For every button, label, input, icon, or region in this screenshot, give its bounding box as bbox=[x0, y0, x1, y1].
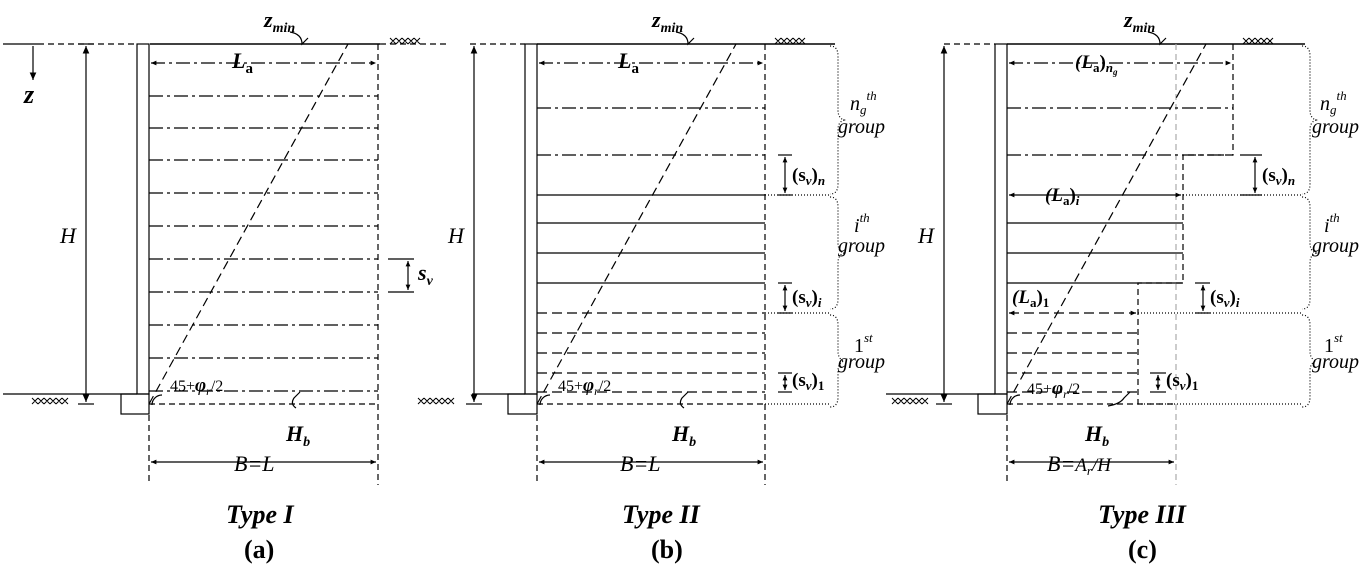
type-title: Type I bbox=[226, 500, 294, 529]
hb-label: Hb bbox=[671, 421, 696, 450]
la-label: La bbox=[617, 48, 639, 77]
panel-letter: (b) bbox=[651, 535, 683, 564]
la-1-label: (La)1 bbox=[1012, 287, 1049, 310]
group-ng-label: ngth bbox=[850, 88, 877, 117]
zmin-leader bbox=[1147, 31, 1167, 46]
b-label: B=L bbox=[234, 451, 275, 476]
zmin-label: zmin bbox=[263, 7, 295, 36]
svi-label: (sv)i bbox=[1210, 287, 1240, 310]
b-label: B=L bbox=[620, 451, 661, 476]
group-i-word: group bbox=[838, 235, 885, 257]
group-1-label: 1st bbox=[854, 330, 873, 357]
la-i-label: (La)i bbox=[1045, 185, 1080, 208]
hatch-top bbox=[389, 37, 421, 45]
svn-label: (sv)n bbox=[792, 165, 825, 188]
group-1-layers bbox=[537, 312, 765, 393]
reinforcement-layers bbox=[149, 95, 378, 392]
group-i-label: ith bbox=[1324, 210, 1340, 237]
group-i-word: group bbox=[1312, 235, 1359, 257]
group-i-label: ith bbox=[854, 210, 870, 237]
hb-leader bbox=[679, 391, 689, 409]
h-label: H bbox=[447, 223, 465, 248]
panel-c-labels: zmin H (La)ng (La)i (La)1 (sv)n (sv)i (s… bbox=[917, 7, 1359, 564]
hatch-top bbox=[1242, 37, 1274, 45]
zmin-leader bbox=[289, 31, 309, 46]
wall-facing bbox=[994, 43, 1008, 395]
wall-footing bbox=[120, 393, 150, 415]
hb-label: Hb bbox=[1084, 421, 1109, 450]
panel-a bbox=[3, 31, 450, 485]
hatch-bottom bbox=[891, 397, 929, 405]
wall-footing bbox=[977, 393, 1008, 415]
angle-label: 45+φr/2 bbox=[1027, 378, 1080, 401]
panel-c bbox=[886, 31, 1318, 485]
group-ng-word: group bbox=[1312, 116, 1359, 138]
failure-plane bbox=[148, 43, 349, 405]
hatch-bottom bbox=[417, 397, 455, 405]
panel-letter: (c) bbox=[1128, 535, 1157, 564]
group-i-layers bbox=[537, 194, 765, 284]
hb-leader bbox=[291, 391, 301, 409]
group-ng-label: ngth bbox=[1320, 88, 1347, 117]
group-i-layers bbox=[1007, 222, 1183, 284]
panel-b-labels: zmin H La (sv)n (sv)i (sv)1 ngth group i… bbox=[447, 7, 885, 564]
panel-b bbox=[417, 31, 846, 485]
hatch-top bbox=[774, 37, 806, 45]
stepped-boundary bbox=[1137, 44, 1234, 404]
hatch-bottom bbox=[31, 397, 69, 405]
group-1-label: 1st bbox=[1324, 330, 1343, 357]
angle-label: 45+φr/2 bbox=[170, 375, 223, 398]
wall-footing bbox=[507, 393, 538, 415]
failure-plane bbox=[536, 43, 737, 405]
h-label: H bbox=[59, 223, 77, 248]
sv1-label: (sv)1 bbox=[792, 370, 824, 393]
group-1-word: group bbox=[1312, 351, 1359, 373]
zmin-label: zmin bbox=[651, 7, 683, 36]
angle-label: 45+φr/2 bbox=[558, 375, 611, 398]
group-ng-layers bbox=[1007, 107, 1233, 156]
wall-facing bbox=[524, 43, 538, 395]
zmin-leader bbox=[675, 31, 695, 46]
zmin-label: zmin bbox=[1123, 7, 1155, 36]
sv-label: sv bbox=[417, 260, 434, 289]
hb-leader bbox=[1107, 391, 1131, 407]
hb-label: Hb bbox=[285, 421, 310, 450]
group-1-layers bbox=[1007, 332, 1138, 393]
la-ng-label: (La)ng bbox=[1075, 52, 1118, 77]
sv1-label: (sv)1 bbox=[1166, 370, 1198, 393]
group-ng-word: group bbox=[838, 116, 885, 138]
h-label: H bbox=[917, 223, 935, 248]
wall-facing bbox=[136, 43, 150, 395]
type-title: Type II bbox=[622, 500, 701, 529]
type-title: Type III bbox=[1098, 500, 1187, 529]
group-1-word: group bbox=[838, 351, 885, 373]
failure-plane bbox=[1006, 43, 1207, 405]
panel-a-labels: zmin z H La sv 45+φr/2 Hb B=L Type I (a) bbox=[23, 7, 434, 564]
b-label: B=Ar/H bbox=[1047, 451, 1112, 478]
svi-label: (sv)i bbox=[792, 287, 822, 310]
group-ng-layers bbox=[537, 107, 765, 156]
svn-label: (sv)n bbox=[1262, 165, 1295, 188]
z-axis-label: z bbox=[23, 80, 35, 109]
la-label: La bbox=[231, 48, 253, 77]
panel-letter: (a) bbox=[244, 535, 274, 564]
